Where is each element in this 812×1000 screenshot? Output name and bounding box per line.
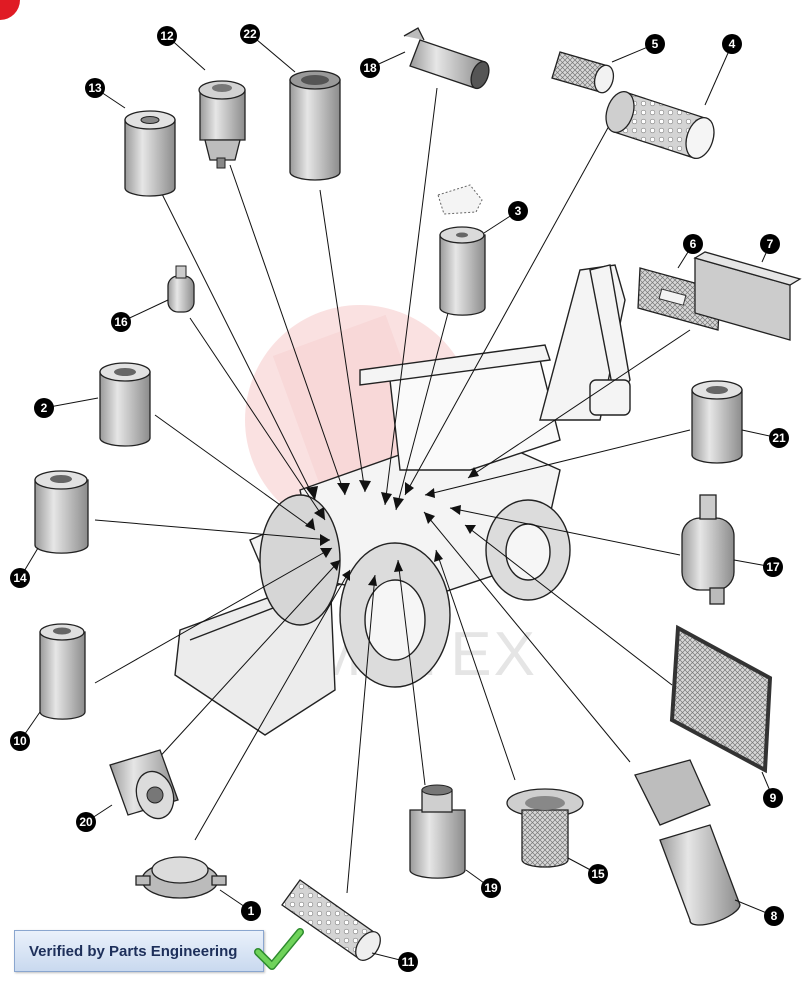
svg-text:9: 9 [770, 791, 777, 805]
backhoe-loader-illustration [174, 264, 631, 736]
callout-16: 16 [111, 312, 131, 332]
callout-18: 18 [360, 58, 380, 78]
leader-lines [94, 87, 691, 894]
svg-text:6: 6 [690, 237, 697, 251]
filter-part-9 [669, 624, 773, 774]
filter-part-3 [437, 184, 486, 316]
callout-21: 21 [769, 428, 789, 448]
filter-part-2 [99, 362, 151, 447]
filter-part-17 [681, 494, 735, 605]
callout-15: 15 [588, 864, 608, 884]
svg-text:4: 4 [729, 37, 736, 51]
svg-text:22: 22 [243, 27, 257, 41]
callout-2: 2 [34, 398, 54, 418]
svg-text:10: 10 [13, 734, 27, 748]
filter-part-22 [289, 70, 341, 181]
filter-part-14 [34, 470, 89, 554]
svg-text:5: 5 [652, 37, 659, 51]
svg-text:3: 3 [515, 204, 522, 218]
filter-part-20 [109, 749, 179, 820]
filter-part-10 [39, 623, 86, 720]
filter-part-12 [198, 80, 246, 169]
callout-4: 4 [722, 34, 742, 54]
svg-text:2: 2 [41, 401, 48, 415]
svg-text:17: 17 [766, 560, 780, 574]
callout-1: 1 [241, 901, 261, 921]
callout-17: 17 [763, 557, 783, 577]
verified-badge: Verified by Parts Engineering [14, 930, 264, 972]
callout-12: 12 [157, 26, 177, 46]
callout-5: 5 [645, 34, 665, 54]
filter-part-19 [409, 784, 466, 879]
filter-part-5 [551, 51, 615, 94]
svg-text:13: 13 [88, 81, 102, 95]
callout-6: 6 [683, 234, 703, 254]
callout-11: 11 [398, 952, 418, 972]
callout-20: 20 [76, 812, 96, 832]
callout-10: 10 [10, 731, 30, 751]
svg-text:20: 20 [79, 815, 93, 829]
callout-markers: 13 12 22 18 5 4 3 6 7 16 2 21 14 17 10 2… [10, 24, 789, 972]
svg-text:18: 18 [363, 61, 377, 75]
svg-text:1: 1 [248, 904, 255, 918]
filter-part-18 [403, 27, 490, 90]
callout-7: 7 [760, 234, 780, 254]
callout-8: 8 [764, 906, 784, 926]
filter-part-15 [506, 788, 584, 868]
svg-text:12: 12 [160, 29, 174, 43]
callout-14: 14 [10, 568, 30, 588]
filter-part-8 [634, 759, 741, 926]
callout-22: 22 [240, 24, 260, 44]
svg-text:11: 11 [402, 955, 415, 969]
svg-text:14: 14 [13, 571, 27, 585]
green-check-icon [254, 928, 304, 970]
callout-19: 19 [481, 878, 501, 898]
callout-9: 9 [763, 788, 783, 808]
svg-text:21: 21 [772, 431, 786, 445]
svg-text:8: 8 [771, 909, 778, 923]
filter-part-7 [693, 251, 802, 341]
filter-part-4 [605, 90, 715, 160]
filter-part-1 [135, 856, 227, 899]
svg-text:7: 7 [767, 237, 774, 251]
red-corner-badge-icon [0, 0, 20, 20]
filter-part-16 [167, 265, 195, 313]
svg-text:15: 15 [591, 867, 605, 881]
arrowheads [305, 467, 479, 586]
svg-text:19: 19 [484, 881, 498, 895]
callout-13: 13 [85, 78, 105, 98]
verified-badge-label: Verified by Parts Engineering [29, 942, 238, 960]
filter-part-13 [124, 110, 176, 197]
filter-part-21 [691, 380, 743, 464]
svg-text:16: 16 [114, 315, 128, 329]
callout-3: 3 [508, 201, 528, 221]
